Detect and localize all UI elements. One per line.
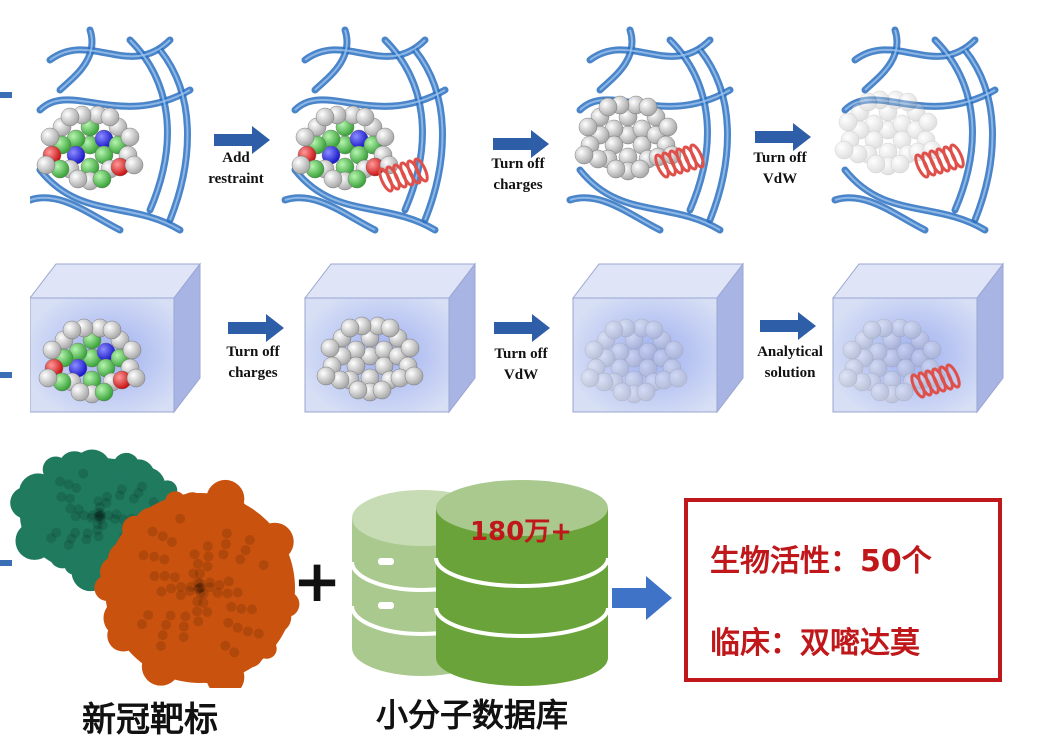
solvent-box-3 (571, 262, 745, 414)
protein-panel-3 (566, 20, 740, 234)
step-label-analytical-solution: Analytical solution (757, 344, 823, 381)
restraint-spring (910, 363, 961, 399)
ligand-molecule (838, 318, 946, 404)
solvent-box-4 (831, 262, 1005, 414)
restraint-spring (654, 143, 705, 179)
step-arrow (494, 314, 550, 342)
clinical-text: 临床：双嘧达莫 (710, 626, 920, 661)
left-edge-marker (0, 92, 12, 98)
solvent-box-2 (303, 262, 477, 414)
database-icon (350, 480, 610, 686)
target-domain-orange (94, 479, 300, 688)
covid-target-protein (10, 449, 300, 688)
protein-row (30, 20, 1005, 234)
protein-panel-1 (30, 20, 200, 234)
step-arrow (228, 314, 284, 342)
solvent-box-row (30, 262, 1005, 414)
restraint-spring (914, 143, 965, 179)
step-label-turn-off-vdw-2: Turn off VdW (494, 346, 548, 383)
protein-panel-2 (281, 20, 455, 234)
ligand-molecule (580, 318, 688, 404)
step-label-turn-off-charges-2: Turn off charges (226, 344, 280, 381)
result-box: 生物活性：50个 临床：双嘧达莫 (684, 498, 1002, 682)
protein-panel-4 (831, 20, 1005, 234)
step-label-turn-off-charges: Turn off charges (491, 156, 545, 193)
database-front-cylinder (434, 480, 610, 686)
left-edge-marker (0, 372, 12, 378)
database-label: 小分子数据库 (375, 696, 568, 734)
step-label-turn-off-vdw: Turn off VdW (753, 150, 807, 187)
step-arrow (493, 130, 549, 158)
step-arrow (755, 123, 811, 151)
ligand-molecule (291, 105, 399, 191)
ligand-molecule (316, 316, 424, 402)
ligand-molecule (36, 105, 144, 191)
solvent-box-1 (30, 262, 202, 414)
result-arrow-icon (612, 576, 672, 620)
database-count: 180万+ (469, 517, 573, 547)
ligand-molecule (38, 318, 146, 404)
target-label: 新冠靶标 (82, 700, 218, 740)
step-label-add-restraint: Add restraint (208, 150, 264, 187)
ligand-molecule (834, 90, 942, 176)
plus-sign: + (292, 547, 342, 615)
bioactivity-text: 生物活性：50个 (710, 544, 932, 579)
restraint-spring (378, 157, 429, 193)
step-arrow (760, 312, 816, 340)
step-arrow (214, 126, 270, 154)
left-edge-marker (0, 560, 12, 566)
